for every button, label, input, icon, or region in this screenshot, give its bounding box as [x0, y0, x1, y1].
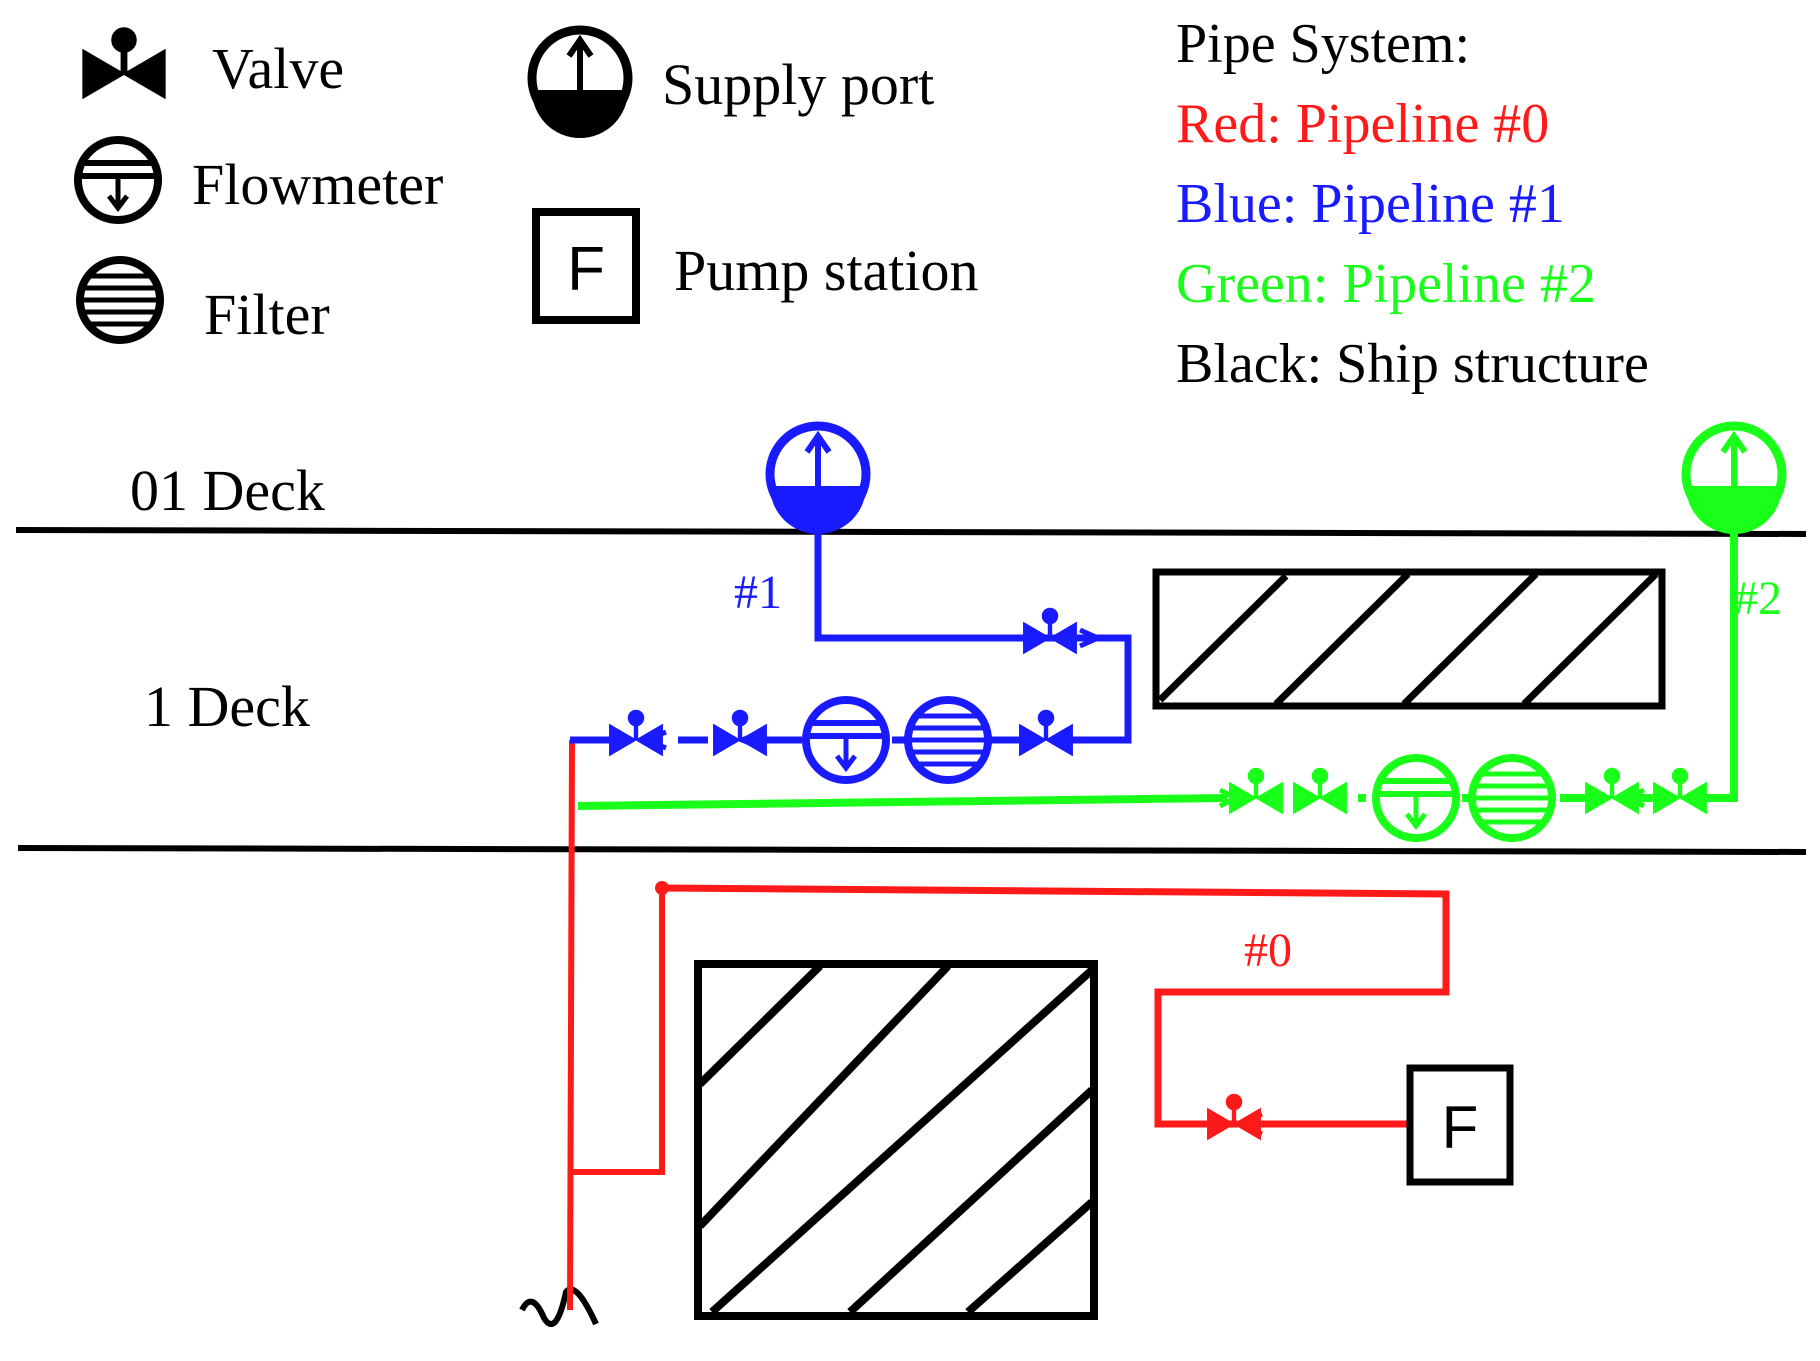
supply-port-pipeline-1 — [770, 426, 866, 534]
pipe-system-black: Black: Ship structure — [1176, 333, 1649, 395]
pipe-system-heading: Pipe System: — [1176, 13, 1470, 75]
flowmeter-icon — [78, 140, 158, 220]
valve-pipeline-1-b — [1020, 710, 1073, 755]
valve-pipeline-1-a — [1024, 608, 1077, 653]
pipe-break-symbol — [519, 1286, 599, 1327]
flowmeter-pipeline-1 — [806, 700, 886, 780]
deck-label-1: 1 Deck — [144, 674, 310, 739]
pipeline-2 — [577, 426, 1782, 838]
pipe-system-green: Green: Pipeline #2 — [1176, 253, 1596, 315]
pump-station-symbol: F — [1442, 1094, 1479, 1161]
pump-station-icon: F — [532, 208, 640, 324]
pipe-system-key: Pipe System: Red: Pipeline #0 Blue: Pipe… — [1176, 13, 1649, 395]
valve-pipeline-1-d — [610, 710, 663, 755]
valve-pipeline-0 — [1208, 1094, 1261, 1139]
pipe-system-red: Red: Pipeline #0 — [1176, 93, 1549, 155]
valve-pipeline-2-a — [1654, 768, 1707, 813]
pipeline-0: F — [567, 739, 1514, 1311]
legend-supply-port-label: Supply port — [662, 52, 934, 117]
structure-block-upper — [1152, 568, 1666, 710]
valve-pipeline-2-c — [1294, 768, 1347, 813]
structure-block-lower — [694, 960, 1098, 1320]
valve-pipeline-2-b — [1586, 768, 1639, 813]
deck-label-01: 01 Deck — [130, 458, 325, 523]
legend-pump-station-label: Pump station — [674, 238, 979, 303]
filter-pipeline-2 — [1472, 758, 1552, 838]
supply-port-pipeline-2 — [1686, 426, 1782, 534]
flowmeter-pipeline-2 — [1376, 758, 1456, 838]
legend-pump-symbol: F — [567, 235, 605, 304]
pipeline-1-label: #1 — [734, 566, 782, 619]
ship-structure — [15, 527, 1807, 1327]
pipeline-1 — [570, 426, 1132, 780]
pipe-system-blue: Blue: Pipeline #1 — [1176, 173, 1565, 235]
legend-flowmeter-label: Flowmeter — [192, 152, 443, 217]
filter-icon — [80, 260, 160, 340]
pipeline-2-label: #2 — [1734, 572, 1782, 625]
deck-line-01 — [15, 527, 1807, 537]
legend: Valve Flowmeter Filter Supply port F Pum… — [78, 28, 979, 347]
deck-line-1 — [17, 845, 1807, 855]
filter-pipeline-1 — [908, 700, 988, 780]
pipeline-0-label: #0 — [1244, 924, 1292, 977]
legend-filter-label: Filter — [204, 282, 330, 347]
valve-pipeline-1-c — [714, 710, 767, 755]
valve-pipeline-2-d — [1230, 768, 1283, 813]
valve-icon — [83, 28, 165, 98]
supply-port-icon — [532, 30, 628, 138]
pump-station: F — [1406, 1064, 1514, 1186]
legend-valve-label: Valve — [212, 36, 344, 101]
